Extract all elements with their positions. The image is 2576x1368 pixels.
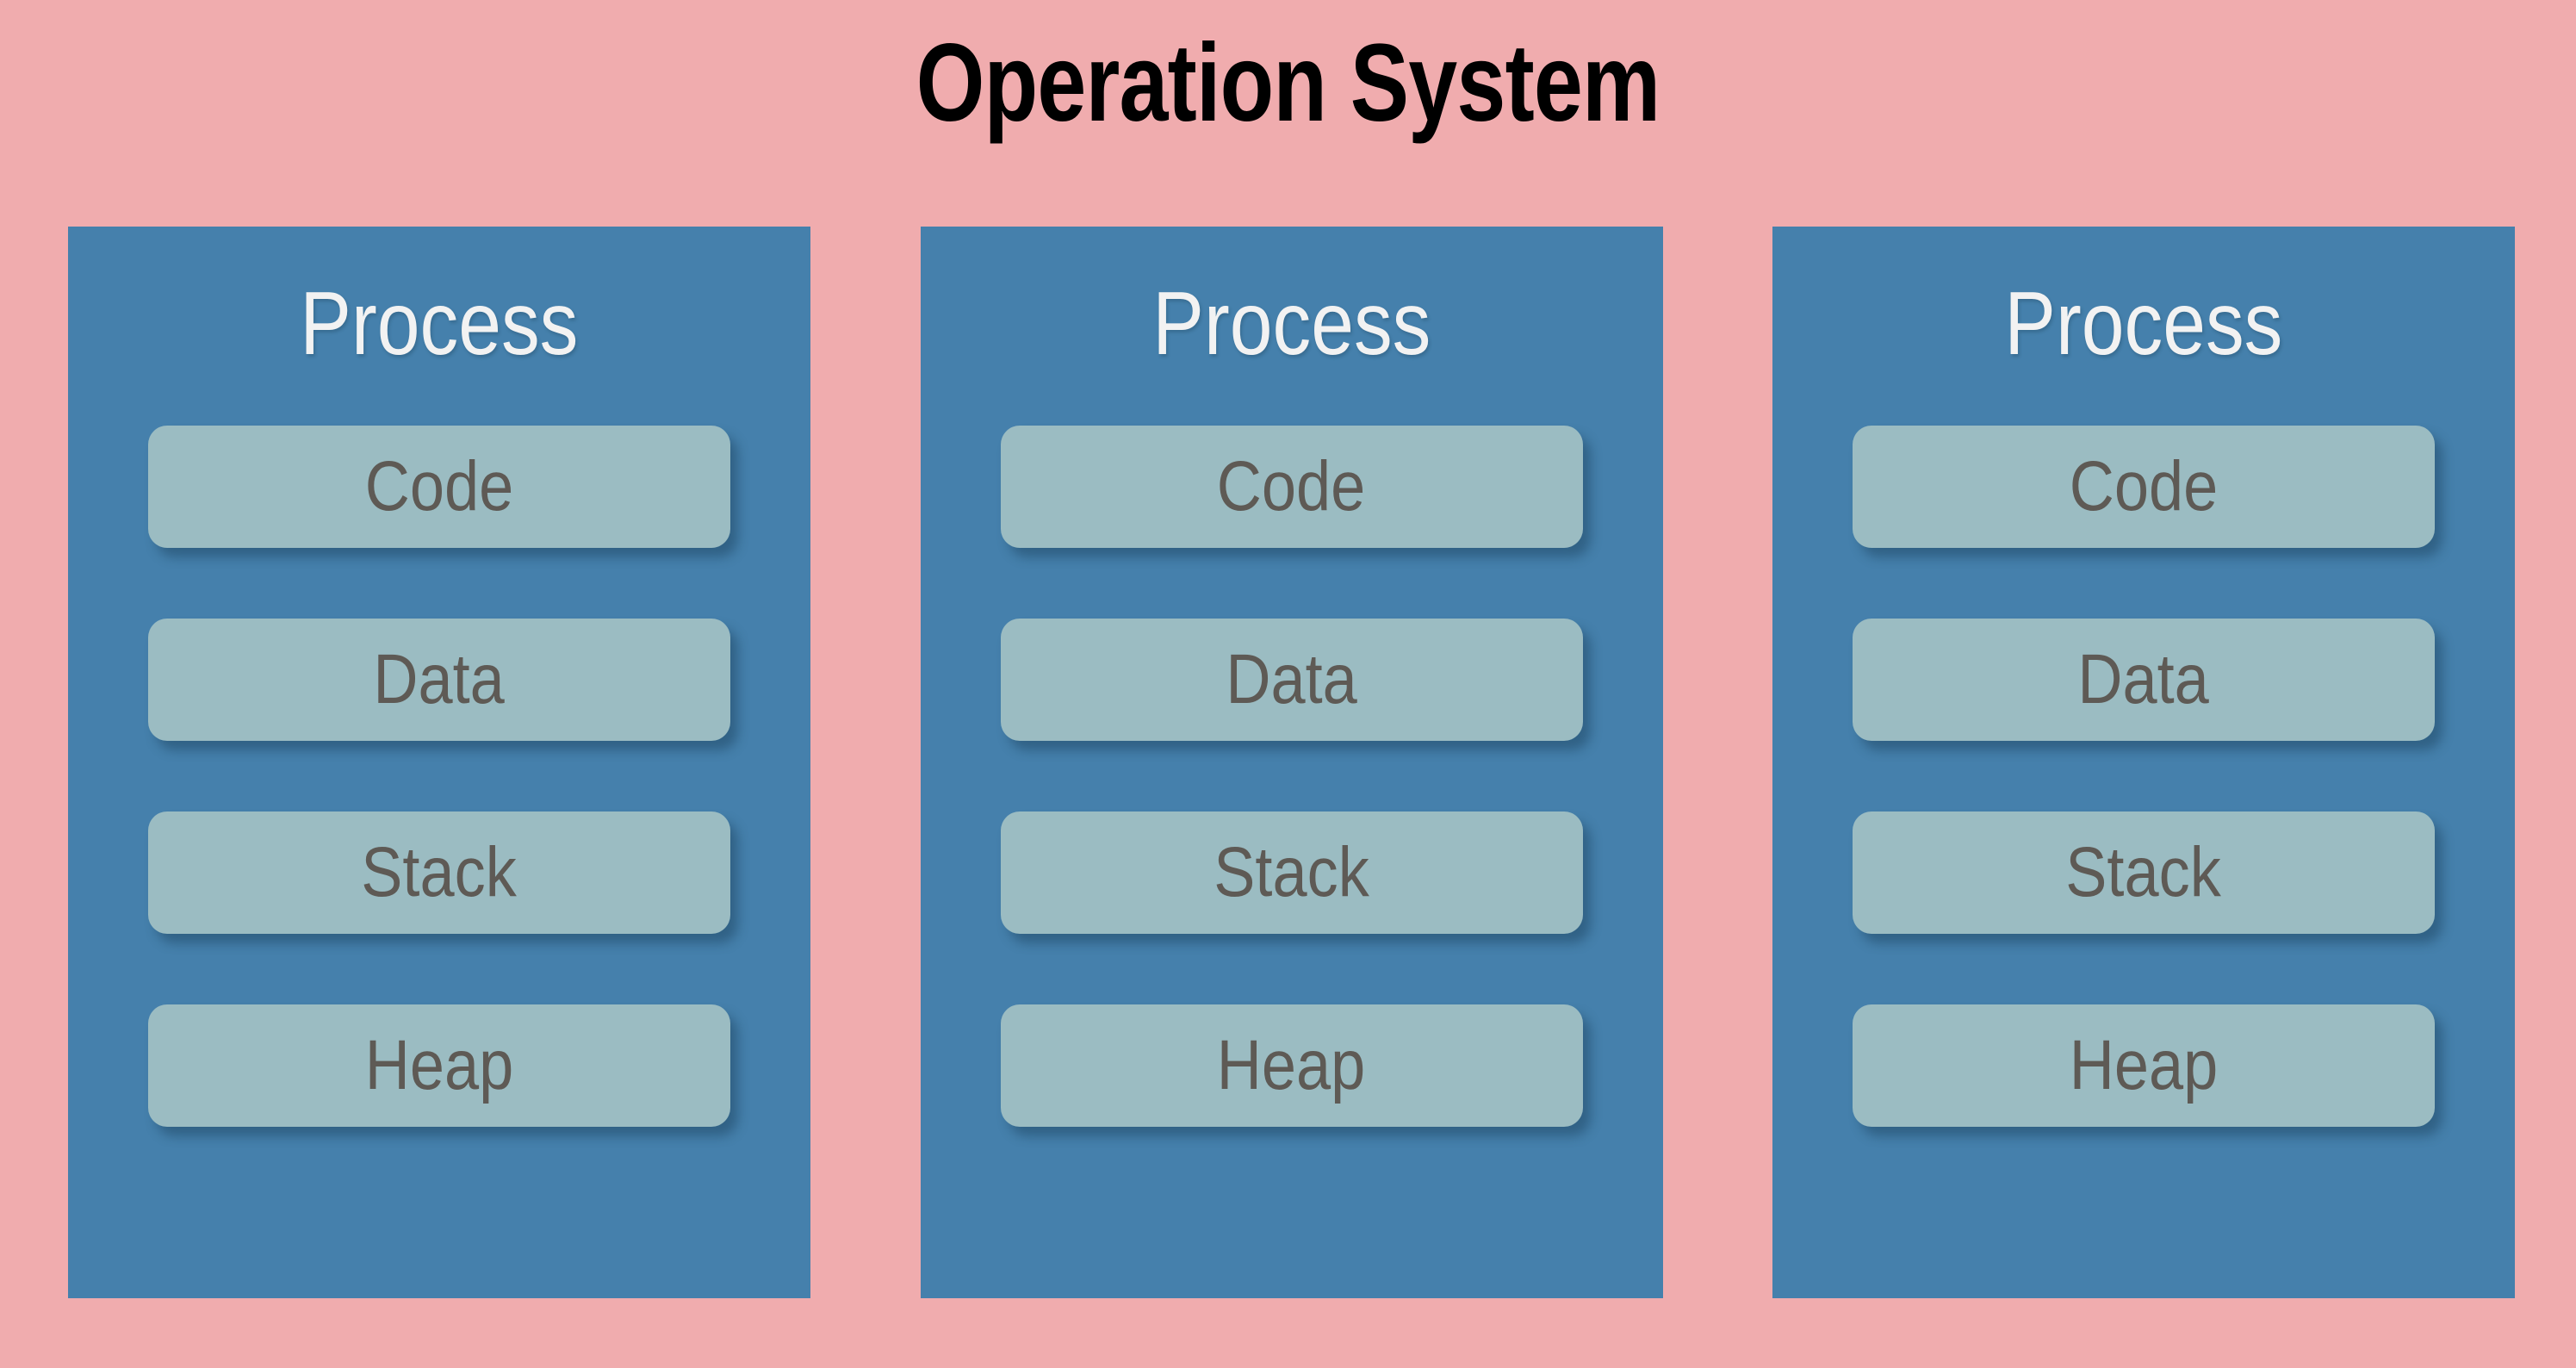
segment-label-heap-2: Heap	[1217, 1026, 1366, 1104]
process-title-1: Process	[300, 274, 579, 374]
segment-label-stack-3: Stack	[2065, 833, 2222, 911]
segment-data-2: Data	[1000, 619, 1583, 741]
segment-heap-3: Heap	[1853, 1004, 2435, 1127]
segment-label-heap-1: Heap	[364, 1026, 514, 1104]
memory-segments-2: Code Data Stack Heap	[921, 426, 1663, 1127]
process-box-3: Process Code Data Stack Heap	[1772, 227, 2515, 1298]
segment-stack-3: Stack	[1853, 811, 2435, 934]
process-title-3: Process	[2004, 274, 2283, 374]
process-box-1: Process Code Data Stack Heap	[68, 227, 810, 1298]
segment-code-1: Code	[148, 426, 730, 548]
segment-label-heap-3: Heap	[2069, 1026, 2219, 1104]
process-list: Process Code Data Stack Heap Process	[68, 227, 2515, 1298]
segment-label-data-3: Data	[2077, 640, 2210, 718]
memory-segments-3: Code Data Stack Heap	[1772, 426, 2515, 1127]
segment-label-data-1: Data	[373, 640, 506, 718]
segment-label-code-1: Code	[364, 447, 514, 525]
segment-data-3: Data	[1853, 619, 2435, 741]
segment-heap-2: Heap	[1000, 1004, 1583, 1127]
segment-stack-1: Stack	[148, 811, 730, 934]
segment-code-3: Code	[1853, 426, 2435, 548]
process-box-2: Process Code Data Stack Heap	[920, 227, 1663, 1298]
segment-label-stack-2: Stack	[1214, 833, 1369, 911]
segment-label-stack-1: Stack	[361, 833, 518, 911]
segment-code-2: Code	[1000, 426, 1583, 548]
memory-segments-1: Code Data Stack Heap	[68, 426, 810, 1127]
segment-label-code-3: Code	[2069, 447, 2219, 525]
segment-label-code-2: Code	[1217, 447, 1366, 525]
segment-data-1: Data	[148, 619, 730, 741]
segment-heap-1: Heap	[148, 1004, 730, 1127]
process-title-2: Process	[1151, 274, 1431, 374]
page-title: Operation System	[916, 22, 1660, 145]
segment-stack-2: Stack	[1000, 811, 1583, 934]
segment-label-data-2: Data	[1226, 640, 1357, 718]
